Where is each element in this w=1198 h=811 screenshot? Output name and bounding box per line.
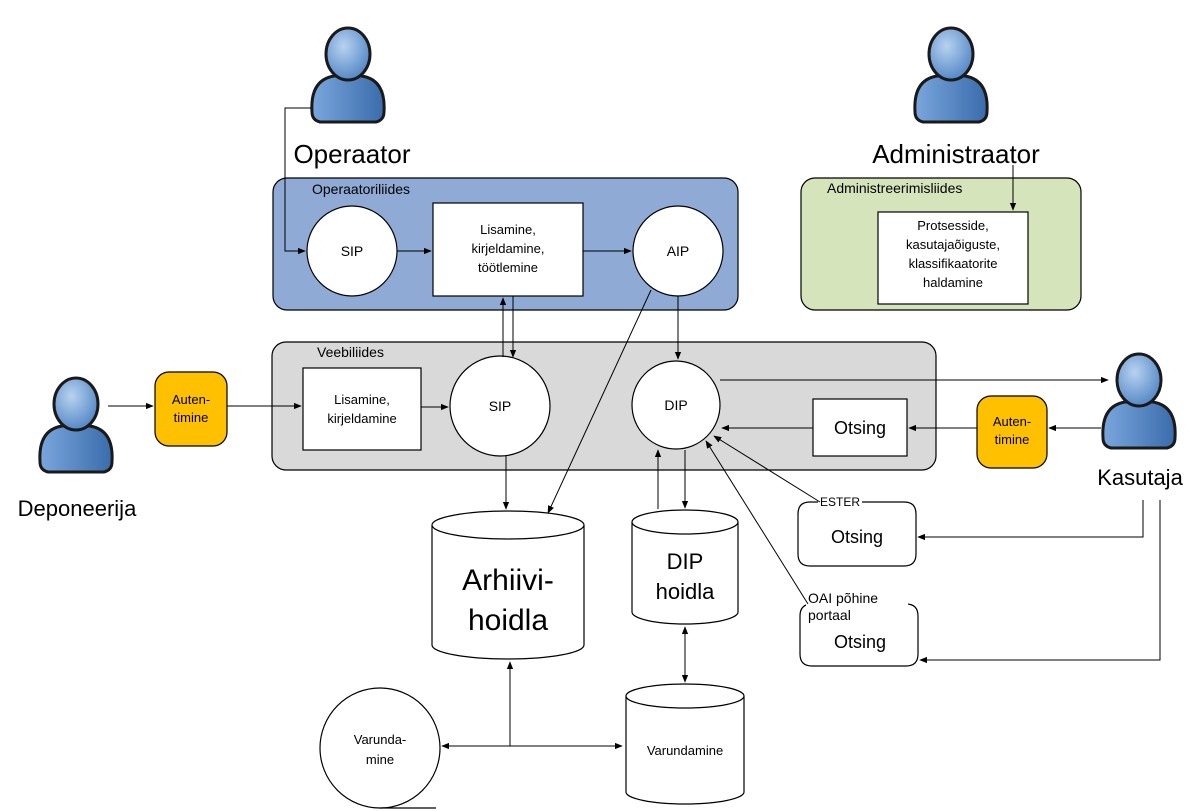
oai-search-label: Otsing (834, 632, 886, 652)
web-add-line-2: kirjeldamine (327, 411, 396, 426)
op-process-line-1: Lisamine, (480, 222, 536, 237)
operator-person-icon (310, 26, 386, 124)
web-search-box: Otsing (812, 398, 908, 457)
op-sip-node: SIP (306, 205, 398, 297)
op-process-line-3: töötlemine (478, 260, 538, 275)
dip-store-cylinder: DIP hoidla (631, 509, 739, 625)
archive-store-line-1: Arhiivi- (462, 564, 554, 597)
depositor-label: Deponeerija (18, 496, 137, 521)
op-aip-node: AIP (632, 205, 724, 297)
admin-interface-label: Administreerimisliides (827, 180, 962, 196)
oai-title-line-1: OAI põhine (808, 590, 878, 606)
auth-right-line-1: Auten- (993, 414, 1031, 429)
web-add-line-1: Lisamine, (334, 392, 390, 407)
web-add-box: Lisamine, kirjeldamine (302, 367, 422, 451)
user-person-icon (1101, 352, 1177, 450)
archive-store-line-2: hoidla (468, 604, 548, 637)
admin-box: Protsesside, kasutajaõiguste, klassifika… (877, 211, 1029, 305)
web-sip-node: SIP (449, 355, 551, 457)
depositor-person-icon (38, 376, 114, 474)
admin-box-line-3: klassifikaatorite (909, 256, 998, 271)
dip-store-line-2: hoidla (656, 579, 715, 604)
web-sip-label: SIP (489, 398, 512, 414)
auth-left-box: Auten- timine (154, 371, 228, 447)
auth-left-line-1: Auten- (172, 392, 210, 407)
arrow-operator-to-sip (284, 107, 311, 255)
arrow-oai-to-dip (705, 440, 809, 605)
administrator-label: Administraator (872, 139, 1040, 169)
admin-box-line-1: Protsesside, (917, 218, 989, 233)
admin-box-line-4: haldamine (923, 275, 983, 290)
arrow-user-to-oai (919, 500, 1161, 664)
backup-tape: Varunda- mine (319, 687, 441, 809)
arrow-user-to-ester (917, 500, 1144, 541)
op-aip-label: AIP (667, 243, 690, 259)
op-process-box: Lisamine, kirjeldamine, töötlemine (432, 202, 584, 297)
arrow-aip-to-archive (547, 289, 652, 514)
ester-title: ESTER (820, 495, 860, 509)
arrow-ester-to-dip (713, 435, 821, 503)
backup-tape-line-1: Varunda- (354, 732, 407, 747)
auth-right-line-2: timine (995, 432, 1030, 447)
ester-search-label: Otsing (831, 527, 883, 547)
web-interface-label: Veebiliides (317, 344, 384, 360)
backup-store-label: Varundamine (647, 743, 723, 758)
admin-box-line-2: kasutajaõiguste, (906, 237, 1000, 252)
ester-portal: ESTER Otsing (797, 494, 917, 567)
dip-store-line-1: DIP (667, 549, 704, 574)
backup-tape-line-2: mine (366, 752, 394, 767)
backup-store-cylinder: Varundamine (625, 683, 745, 805)
archive-store-cylinder: Arhiivi- hoidla (431, 510, 585, 660)
web-dip-label: DIP (664, 397, 687, 413)
auth-right-box: Auten- timine (976, 395, 1048, 469)
oai-title-line-2: portaal (808, 607, 851, 623)
auth-left-line-2: timine (174, 410, 209, 425)
administrator-person-icon (913, 26, 989, 124)
web-dip-node: DIP (631, 360, 721, 450)
op-process-line-2: kirjeldamine, (472, 241, 545, 256)
user-label: Kasutaja (1097, 465, 1183, 490)
operator-interface-label: Operaatoriliides (312, 181, 410, 197)
web-search-label: Otsing (834, 418, 886, 438)
connectors (108, 107, 1161, 750)
operator-label: Operaator (293, 139, 410, 169)
op-sip-label: SIP (341, 243, 364, 259)
oai-portal: OAI põhine portaal Otsing (799, 588, 919, 667)
